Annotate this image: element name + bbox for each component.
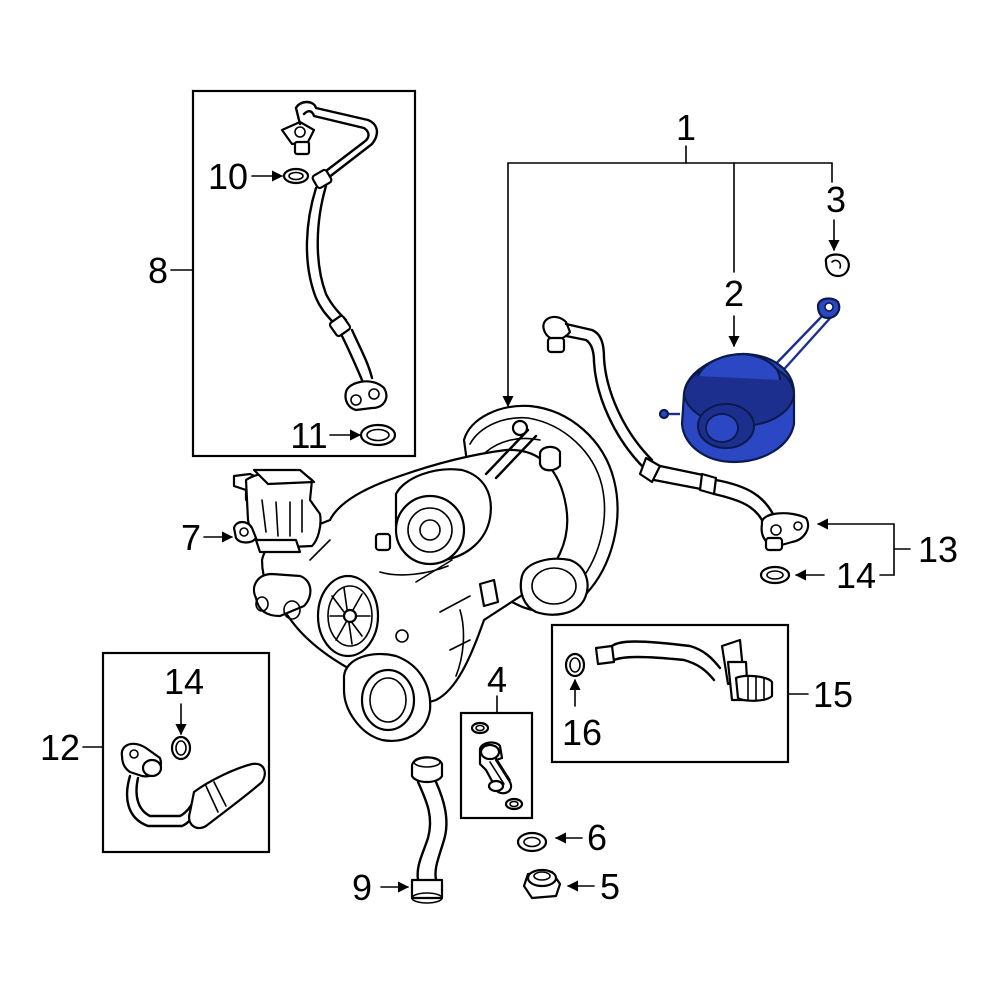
coolant-line-13[interactable]	[542, 315, 810, 552]
seal-ring-14-lower[interactable]	[170, 735, 192, 761]
seal-ring-11[interactable]	[359, 423, 397, 447]
fitting-kit-group	[459, 695, 534, 820]
callout-11: 11	[290, 415, 327, 456]
callout-12: 12	[40, 727, 80, 768]
seal-ring-16[interactable]	[564, 652, 586, 678]
turbocharger-assembly[interactable]	[252, 404, 619, 742]
callout-7: 7	[181, 517, 201, 558]
oil-return-pipe-9[interactable]	[380, 756, 448, 904]
callout-2: 2	[724, 273, 744, 314]
callout-labels: 1 2 3 4 5 6 7 8 9 10 11 12 13 14 14 15 1…	[40, 107, 958, 908]
oil-feed-line-part[interactable]	[280, 100, 388, 412]
callout-14-upper: 14	[836, 555, 876, 596]
coolant-return-line-group	[82, 651, 271, 854]
retaining-clip-3[interactable]	[824, 219, 850, 278]
coolant-supply-line-group	[550, 623, 809, 764]
coolant-return-line-box	[101, 651, 271, 854]
callout-13: 13	[918, 529, 958, 570]
seal-ring-6[interactable]	[516, 831, 548, 853]
callout-15: 15	[813, 674, 853, 715]
oil-feed-line-group	[170, 89, 417, 458]
callout-6: 6	[587, 817, 607, 858]
callout-1: 1	[676, 107, 696, 148]
fitting-kit-part[interactable]	[470, 721, 524, 811]
callout-9: 9	[352, 867, 372, 908]
callout-14-lower: 14	[164, 661, 204, 702]
seal-ring-14-upper[interactable]	[759, 565, 791, 585]
callout-5: 5	[600, 866, 620, 907]
coolant-supply-line-part[interactable]	[594, 638, 774, 702]
callout-10: 10	[208, 156, 248, 197]
wastegate-actuator-2[interactable]	[658, 297, 841, 464]
drain-plug-5[interactable]	[522, 868, 562, 900]
actuator-housing-7[interactable]	[203, 468, 322, 554]
oil-feed-line-box	[191, 89, 417, 458]
bracket-13-14	[794, 518, 911, 581]
assembly-bracket-1	[502, 145, 833, 408]
callout-8: 8	[148, 250, 168, 291]
callout-16: 16	[562, 712, 602, 753]
seal-ring-10[interactable]	[282, 167, 310, 185]
callout-3: 3	[826, 179, 846, 220]
coolant-return-line-part[interactable]	[120, 742, 266, 830]
callout-4: 4	[487, 659, 507, 700]
